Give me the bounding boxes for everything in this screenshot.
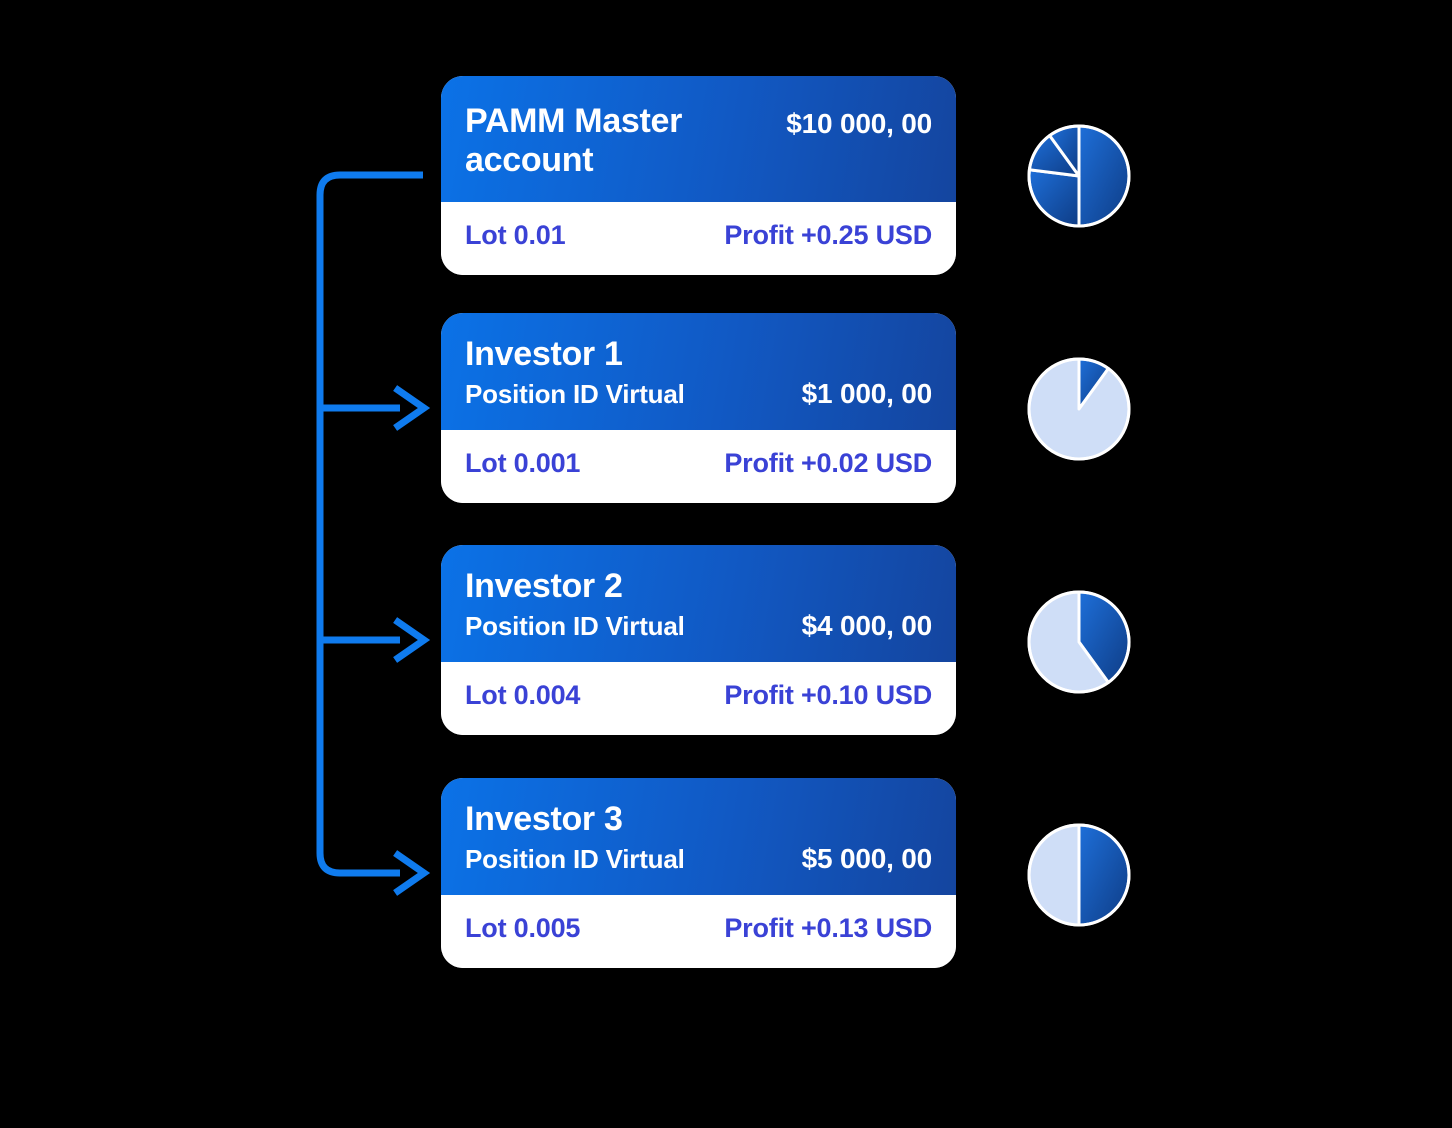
pie-investor-2-share bbox=[1027, 590, 1131, 694]
card-title: Investor 2 bbox=[465, 567, 623, 605]
pie-outline bbox=[1027, 124, 1131, 228]
pie-slice bbox=[1077, 823, 1131, 927]
arrowhead-investor-1 bbox=[393, 385, 431, 431]
card-body-investor-2: Lot 0.004 Profit +0.10 USD bbox=[441, 661, 956, 735]
card-lot: Lot 0.01 bbox=[465, 219, 566, 250]
pie-outline bbox=[1027, 823, 1131, 927]
card-header-investor-1: Investor 1 Position ID Virtual $1 000, 0… bbox=[441, 313, 956, 430]
pie-pamm-master-allocation bbox=[1027, 124, 1131, 228]
pie-slice bbox=[1027, 168, 1081, 228]
card-body-investor-1: Lot 0.001 Profit +0.02 USD bbox=[441, 429, 956, 503]
card-subtitle: Position ID Virtual bbox=[465, 610, 685, 641]
card-header-pamm-master: PAMM Master account $10 000, 00 bbox=[441, 76, 956, 202]
arrowhead-investor-2 bbox=[393, 617, 431, 663]
card-header-investor-3: Investor 3 Position ID Virtual $5 000, 0… bbox=[441, 778, 956, 895]
card-subtitle: Position ID Virtual bbox=[465, 378, 685, 409]
card-pamm-master[interactable]: PAMM Master account $10 000, 00 Lot 0.01… bbox=[441, 76, 956, 275]
card-investor-2[interactable]: Investor 2 Position ID Virtual $4 000, 0… bbox=[441, 545, 956, 735]
card-lot: Lot 0.004 bbox=[465, 679, 581, 710]
card-body-investor-3: Lot 0.005 Profit +0.13 USD bbox=[441, 894, 956, 968]
pie-chart-investor-3 bbox=[1025, 821, 1133, 929]
card-title: Investor 1 bbox=[465, 335, 623, 373]
card-lot: Lot 0.001 bbox=[465, 447, 581, 478]
card-subtitle: Position ID Virtual bbox=[465, 843, 685, 874]
card-lot: Lot 0.005 bbox=[465, 912, 581, 943]
card-amount: $4 000, 00 bbox=[801, 609, 933, 641]
card-header-investor-2: Investor 2 Position ID Virtual $4 000, 0… bbox=[441, 545, 956, 662]
pie-chart-investor-1 bbox=[1025, 355, 1133, 463]
card-amount: $5 000, 00 bbox=[801, 842, 933, 874]
card-amount: $10 000, 00 bbox=[786, 108, 932, 139]
pie-slice bbox=[1077, 124, 1131, 228]
card-amount: $1 000, 00 bbox=[801, 377, 933, 409]
card-profit: Profit +0.02 USD bbox=[724, 447, 932, 478]
pie-outline bbox=[1027, 357, 1131, 461]
card-title: PAMM Master account bbox=[465, 102, 683, 179]
card-investor-1[interactable]: Investor 1 Position ID Virtual $1 000, 0… bbox=[441, 313, 956, 503]
pie-investor-1-share bbox=[1027, 357, 1131, 461]
pie-investor-3-share bbox=[1027, 823, 1131, 927]
card-profit: Profit +0.10 USD bbox=[724, 679, 932, 710]
pie-chart-investor-2 bbox=[1025, 588, 1133, 696]
card-profit: Profit +0.25 USD bbox=[724, 219, 932, 250]
card-investor-3[interactable]: Investor 3 Position ID Virtual $5 000, 0… bbox=[441, 778, 956, 968]
connector-trunk bbox=[316, 171, 423, 877]
pie-outline bbox=[1027, 590, 1131, 694]
pie-chart-pamm-master bbox=[1025, 122, 1133, 230]
pie-slice bbox=[1027, 823, 1081, 927]
card-profit: Profit +0.13 USD bbox=[724, 912, 932, 943]
card-body-pamm-master: Lot 0.01 Profit +0.25 USD bbox=[441, 201, 956, 275]
card-title: Investor 3 bbox=[465, 800, 623, 838]
arrowhead-investor-3 bbox=[393, 850, 431, 896]
